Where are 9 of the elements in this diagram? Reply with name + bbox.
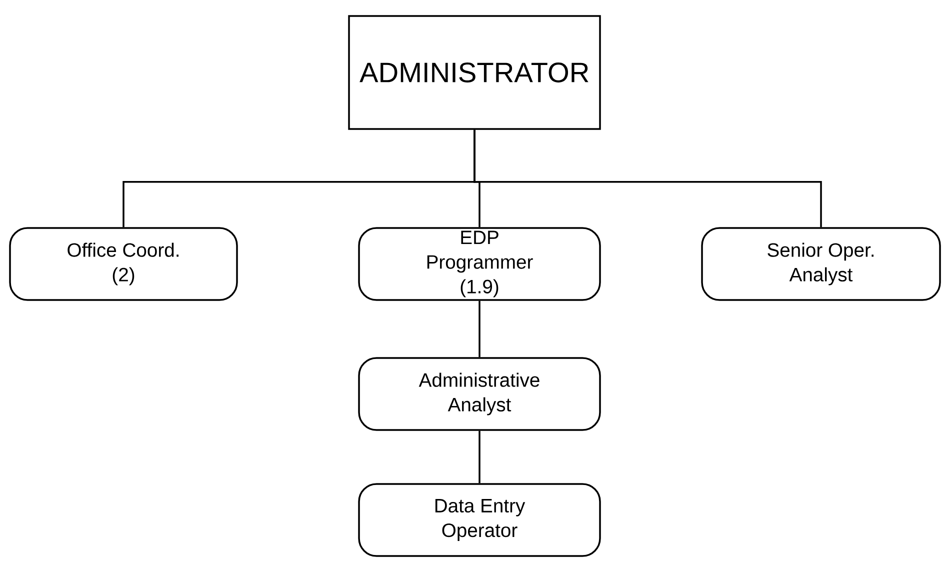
connector-line — [478, 430, 480, 484]
connector-line — [478, 300, 480, 358]
connector-line — [474, 130, 822, 228]
role-box: EDP Programmer (1.9) — [358, 227, 601, 301]
role-box: Office Coord. (2) — [9, 227, 238, 301]
title-box: ADMINISTRATOR — [348, 15, 601, 130]
role-box: Senior Oper. Analyst — [701, 227, 941, 301]
role-box: Data Entry Operator — [358, 483, 601, 557]
role-box: Administrative Analyst — [358, 357, 601, 431]
